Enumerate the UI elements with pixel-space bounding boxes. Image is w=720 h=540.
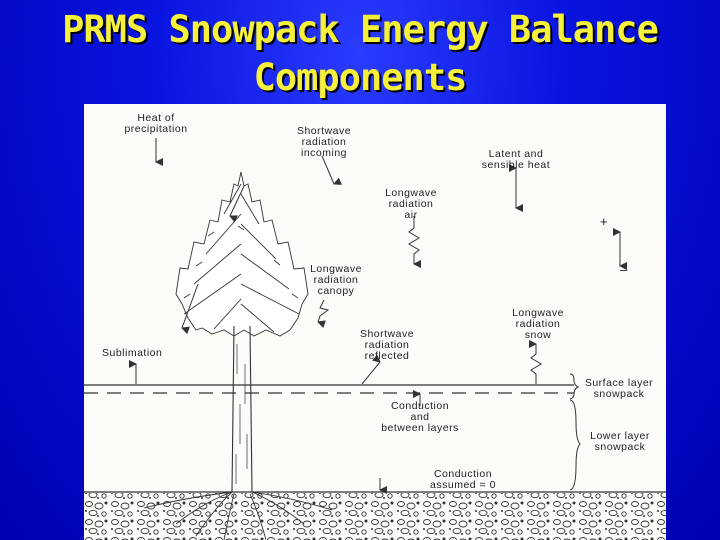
slide-title: PRMS Snowpack Energy Balance Components bbox=[0, 6, 720, 102]
label-sublimation: Sublimation bbox=[102, 347, 163, 359]
label-conduction-between-layers: Conduction and between layers bbox=[381, 400, 459, 434]
label-longwave-snow: Longwave radiation snow bbox=[512, 307, 564, 341]
flux-arrows bbox=[129, 138, 627, 494]
slide-title-line2: Components bbox=[253, 56, 468, 99]
arrow-shortwave-incoming bbox=[321, 155, 343, 185]
surface-layer-brace bbox=[569, 373, 580, 400]
lower-layer-brace bbox=[569, 399, 581, 491]
energy-balance-diagram: Heat of precipitation Shortwave radiatio… bbox=[84, 104, 666, 540]
label-shortwave-incoming: Shortwave radiation incoming bbox=[296, 125, 352, 159]
diagram-graphics bbox=[84, 138, 666, 540]
arrow-canopy-to-tree-2 bbox=[181, 283, 199, 335]
label-plus-sign: + bbox=[599, 214, 609, 229]
tree-icon bbox=[143, 171, 333, 540]
label-heat-of-precipitation: Heat of precipitation bbox=[124, 112, 188, 135]
arrow-longwave-canopy bbox=[317, 299, 330, 329]
soil-layer bbox=[84, 491, 666, 540]
label-latent-sensible-heat: Latent and sensible heat bbox=[481, 148, 551, 171]
label-conduction-assumed-zero: Conduction assumed = 0 bbox=[430, 468, 496, 491]
label-lower-layer-snowpack: Lower layer snowpack bbox=[590, 430, 650, 453]
label-minus-sign: – bbox=[620, 262, 628, 277]
label-surface-layer-snowpack: Surface layer snowpack bbox=[584, 377, 654, 400]
label-longwave-air: Longwave radiation air bbox=[385, 187, 437, 221]
arrow-shortwave-reflected bbox=[361, 354, 381, 385]
slide-title-line1: PRMS Snowpack Energy Balance bbox=[62, 8, 659, 51]
arrow-longwave-air bbox=[408, 216, 421, 268]
label-shortwave-reflected: Shortwave radiation reflected bbox=[359, 328, 415, 362]
label-longwave-canopy: Longwave radiation canopy bbox=[310, 263, 362, 297]
arrow-canopy-to-tree-1 bbox=[229, 185, 245, 223]
arrow-longwave-snow bbox=[529, 340, 542, 384]
